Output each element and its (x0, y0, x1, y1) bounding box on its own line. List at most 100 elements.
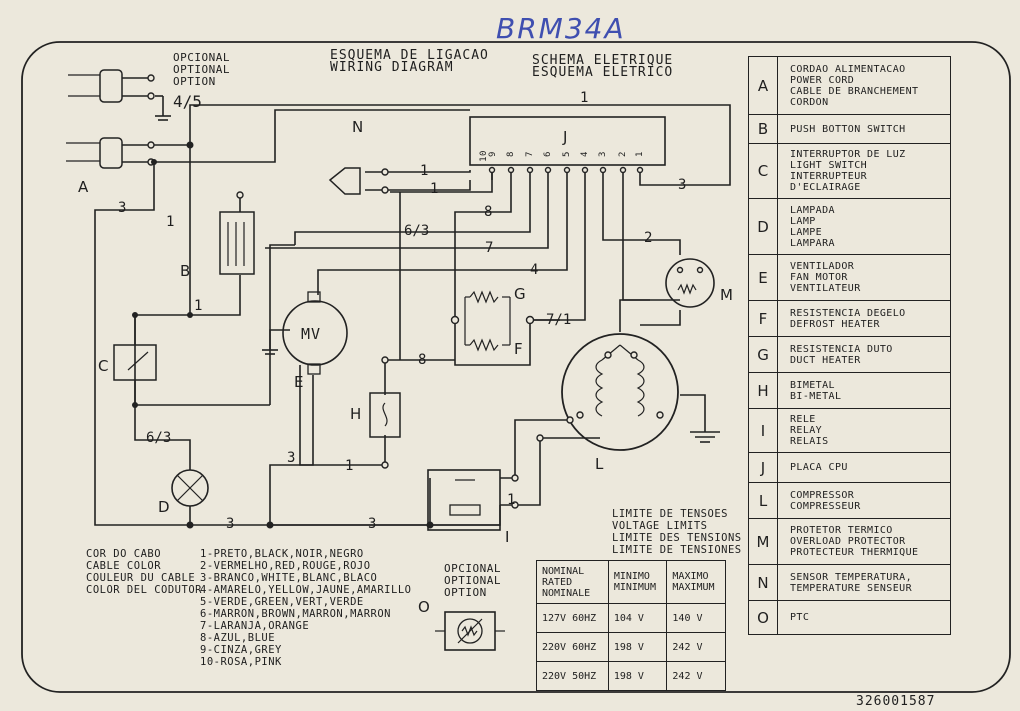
cell-maximum: 242 V (666, 661, 726, 691)
wire-label: 3 (287, 450, 296, 466)
cell-maximum: 242 V (666, 632, 726, 662)
cell-nominal: 220V 50HZ (536, 661, 609, 691)
wire-label: 1 (194, 298, 203, 314)
legend-key: E (748, 254, 778, 301)
cpu-board (469, 116, 666, 166)
pin-3: 3 (597, 151, 608, 157)
wire-label: 1 (580, 90, 589, 106)
junction-dots (132, 141, 574, 529)
label-O: O (418, 598, 430, 616)
temperature-sensor-icon (328, 167, 361, 195)
label-F: F (514, 340, 523, 358)
defrost-heater-icon (465, 338, 510, 352)
wire-label: 8 (418, 352, 427, 368)
cpu-pins (488, 166, 644, 174)
wire-label: 3 (678, 177, 687, 193)
legend-text: SENSOR TEMPERATURA,TEMPERATURE SENSEUR (777, 564, 951, 601)
legend-key: F (748, 300, 778, 337)
label-M: M (720, 286, 733, 304)
legend-key: O (748, 600, 778, 635)
light-switch-icon (113, 344, 157, 381)
wire-label: 3 (226, 516, 235, 532)
wires (94, 104, 731, 526)
wire-label: 7 (485, 240, 494, 256)
pin-1: 1 (634, 151, 645, 157)
label-C: C (98, 357, 109, 375)
power-cord-icon (66, 137, 155, 169)
cell-maximum: 140 V (666, 603, 726, 633)
legend-row: B PUSH BOTTON SWITCH (748, 114, 951, 144)
compressor-icon (561, 333, 679, 451)
label-H: H (350, 405, 362, 423)
opt-wire-number: 4/5 (173, 92, 202, 111)
legend-key: H (748, 372, 778, 409)
label-I: I (505, 528, 510, 546)
wire-label: 6/3 (146, 430, 172, 446)
sheet-border (21, 41, 1011, 693)
legend-text: PLACA CPU (777, 452, 951, 483)
relay-icon (427, 469, 501, 531)
wire-label: 2 (644, 230, 653, 246)
wire-label: 4 (530, 262, 539, 278)
legend-key: M (748, 518, 778, 565)
legend-key: L (748, 482, 778, 519)
label-A: A (78, 178, 89, 196)
fan-motor-label: MV (301, 325, 322, 343)
wire-label: 8 (484, 204, 493, 220)
cell-nominal: 127V 60HZ (536, 603, 609, 633)
pin-5: 5 (561, 151, 572, 157)
fan-motor-icon (282, 291, 348, 375)
legend-key: C (748, 143, 778, 199)
serial-number: 326001587 (856, 694, 936, 709)
legend-key: A (748, 56, 778, 115)
pin-6: 6 (542, 151, 553, 157)
label-J: J (563, 128, 568, 146)
lamp-icon (171, 469, 209, 507)
label-L: L (595, 455, 604, 473)
pin-4: 4 (579, 151, 590, 157)
legend-key: B (748, 114, 778, 144)
bimetal-icon (369, 392, 401, 438)
wire-label: 1 (420, 163, 429, 179)
pin-9: 9 (487, 151, 498, 157)
legend-text: PUSH BOTTON SWITCH (777, 114, 951, 144)
legend-key: J (748, 452, 778, 483)
model-number-handwritten: BRM34A (496, 12, 626, 45)
legend-key: I (748, 408, 778, 453)
pin-2: 2 (617, 151, 628, 157)
legend-row: O PTC (748, 600, 951, 635)
cell-nominal: 220V 60HZ (536, 632, 609, 662)
label-E: E (294, 373, 304, 391)
wire-label: 1 (430, 181, 439, 197)
label-B: B (180, 262, 191, 280)
legend-row: N SENSOR TEMPERATURA,TEMPERATURE SENSEUR (748, 564, 951, 601)
label-D: D (158, 498, 170, 516)
push-button-switch-icon (219, 211, 255, 275)
wire-label: 3 (118, 200, 127, 216)
